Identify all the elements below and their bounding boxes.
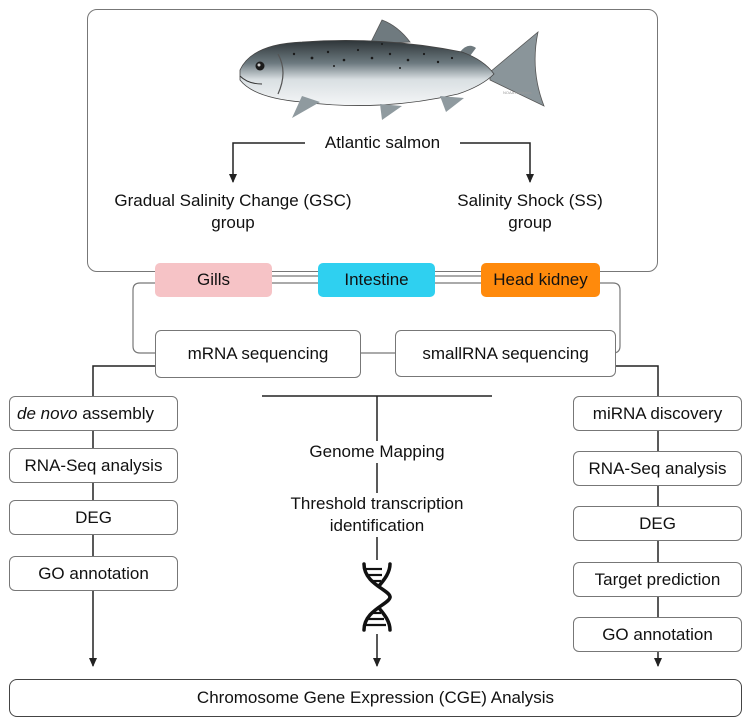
right-go-annotation-box: GO annotation xyxy=(573,617,742,652)
mirna-discovery-box: miRNA discovery xyxy=(573,396,742,431)
tissue-gills: Gills xyxy=(155,263,272,297)
assembly-text: assembly xyxy=(77,403,155,423)
left-go-annotation-box: GO annotation xyxy=(9,556,178,591)
ss-group-line1: Salinity Shock (SS) xyxy=(440,190,620,212)
genome-mapping-label: Genome Mapping xyxy=(272,441,482,463)
threshold-label-line2: identification xyxy=(262,515,492,537)
atlantic-salmon-illustration: NOAA Fisheries xyxy=(239,19,545,120)
ss-group-line2: group xyxy=(440,212,620,234)
left-deg-box: DEG xyxy=(9,500,178,535)
right-rnaseq-box: RNA-Seq analysis xyxy=(573,451,742,486)
threshold-label-line1: Threshold transcription xyxy=(262,493,492,515)
right-deg-box: DEG xyxy=(573,506,742,541)
cge-analysis-box: Chromosome Gene Expression (CGE) Analysi… xyxy=(9,679,742,717)
left-rnaseq-box: RNA-Seq analysis xyxy=(9,448,178,483)
smallrna-sequencing-box: smallRNA sequencing xyxy=(395,330,616,377)
mrna-sequencing-box: mRNA sequencing xyxy=(155,330,361,378)
de-novo-assembly-box: de novo assembly xyxy=(9,396,178,431)
dna-icon xyxy=(352,560,402,634)
tissue-intestine: Intestine xyxy=(318,263,435,297)
gsc-group-line1: Gradual Salinity Change (GSC) xyxy=(103,190,363,212)
de-novo-italic: de novo xyxy=(17,403,78,423)
tissue-head-kidney: Head kidney xyxy=(481,263,600,297)
watermark: NOAA Fisheries xyxy=(503,90,531,95)
species-label: Atlantic salmon xyxy=(305,132,460,154)
gsc-group-line2: group xyxy=(103,212,363,234)
target-prediction-box: Target prediction xyxy=(573,562,742,597)
